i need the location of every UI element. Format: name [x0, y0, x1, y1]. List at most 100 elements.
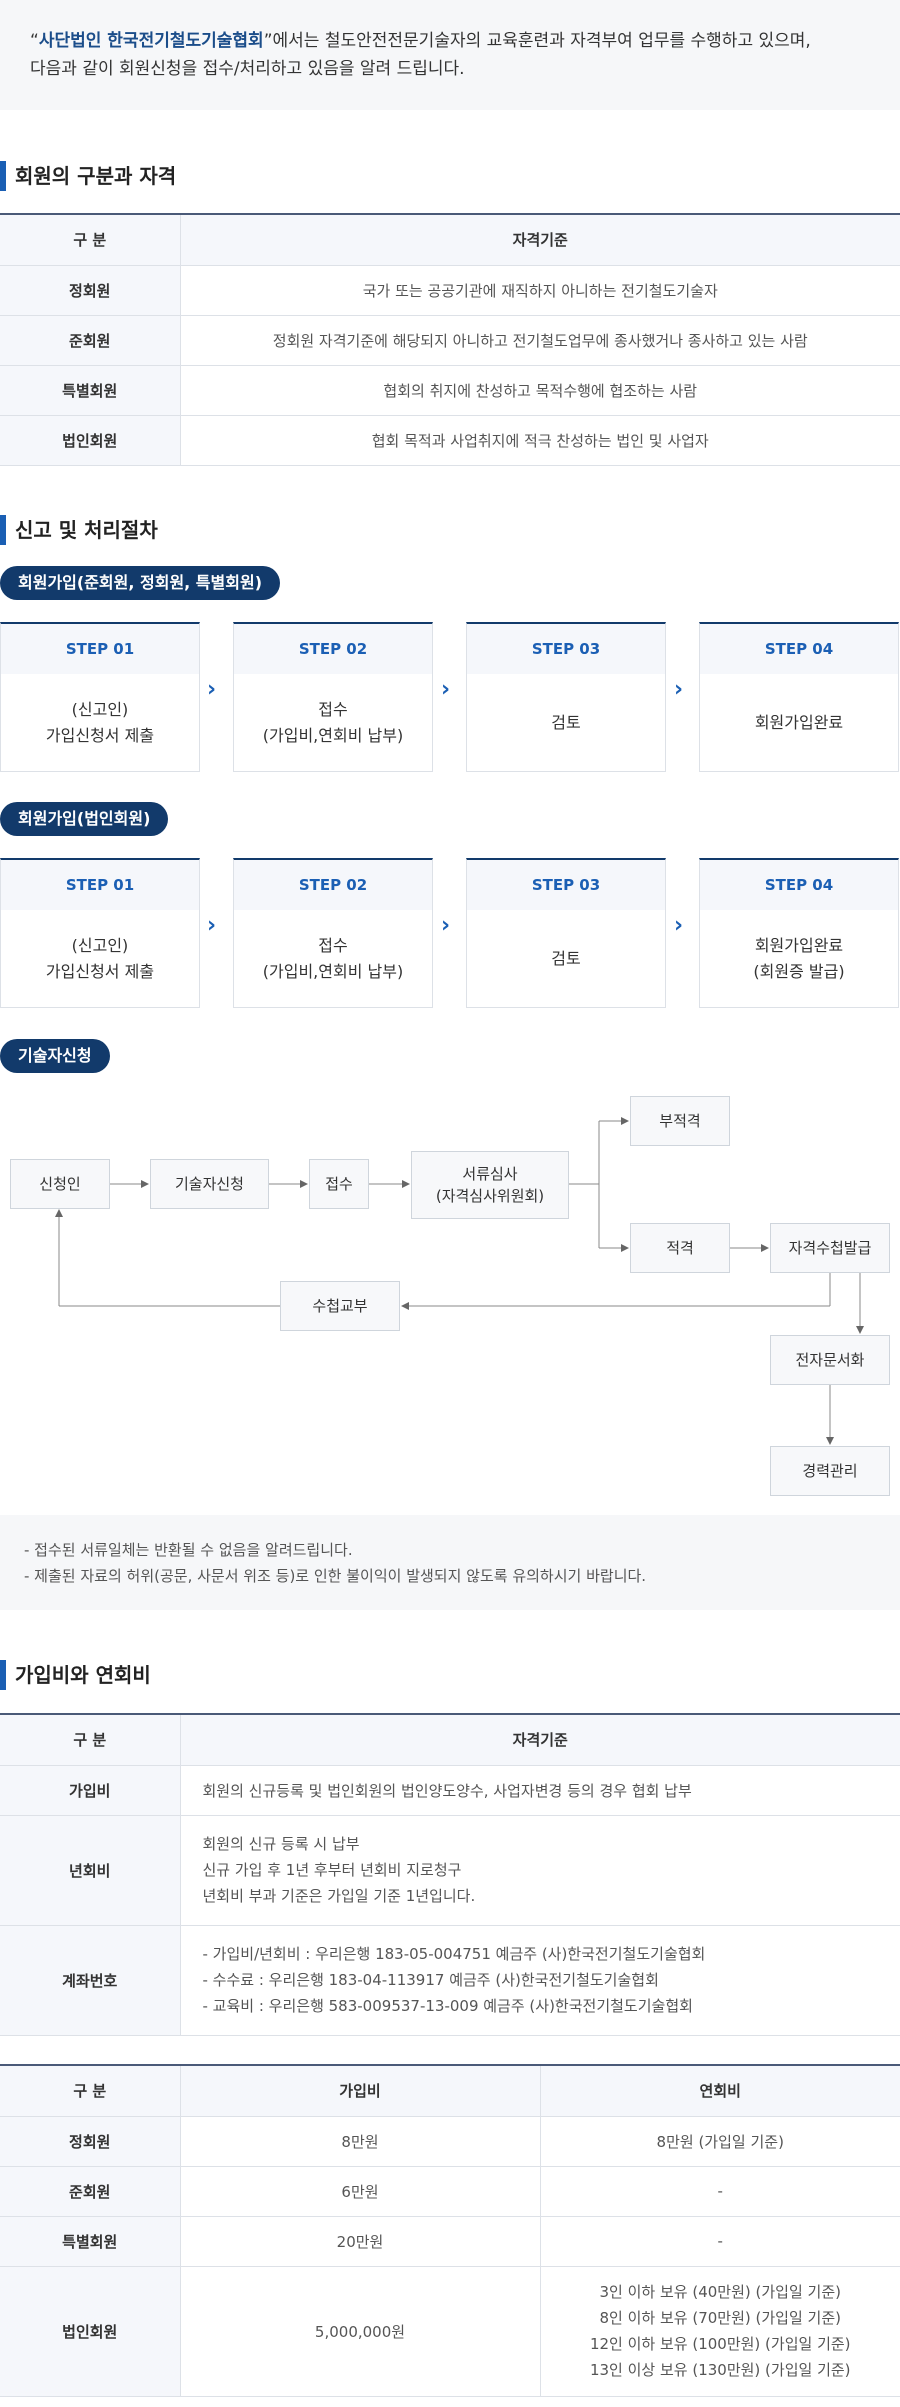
- pill-group-general: 회원가입(준회원, 정회원, 특별회원): [0, 566, 281, 600]
- step-head: STEP 01: [1, 624, 199, 674]
- row-annual: -: [540, 2166, 900, 2217]
- flow-node-receipt: 접수: [309, 1159, 369, 1209]
- flow-node-pass: 적격: [630, 1223, 730, 1273]
- step-head: STEP 03: [467, 860, 665, 910]
- flow-node-review: 서류심사 (자격심사위원회): [411, 1151, 569, 1219]
- col-header-type: 구 분: [0, 1713, 181, 1766]
- row-criteria: 협회의 취지에 찬성하고 목적수행에 협조하는 사람: [180, 365, 900, 416]
- step-card: STEP 01 (신고인) 가입신청서 제출: [0, 622, 200, 772]
- col-header-criteria: 자격기준: [180, 213, 900, 266]
- corp-annual-line: 3인 이하 보유 (40만원) (가입일 기준): [599, 2283, 841, 2301]
- row-type: 계좌번호: [0, 1925, 181, 2036]
- chevron-right-icon: ›: [674, 913, 684, 938]
- step-body: 회원가입완료: [754, 713, 844, 732]
- step-card: STEP 02 접수 (가입비,연회비 납부): [233, 858, 433, 1008]
- row-type: 법인회원: [0, 415, 181, 466]
- step-body: (신고인) 가입신청서 제출: [45, 936, 155, 981]
- flow-connectors: [55, 1117, 864, 1445]
- row-type: 준회원: [0, 2166, 181, 2217]
- flow-node-tech-apply: 기술자신청: [150, 1159, 269, 1209]
- flow-node-career: 경력관리: [770, 1446, 890, 1496]
- table-header-row: 구 분 가입비 연회비: [0, 2064, 900, 2117]
- row-annual: 8만원 (가입일 기준): [540, 2116, 900, 2167]
- col-header-criteria: 자격기준: [180, 1713, 900, 1766]
- row-type: 년회비: [0, 1815, 181, 1926]
- intro-line-2: 다음과 같이 회원신청을 접수/처리하고 있음을 알려 드립니다.: [30, 59, 465, 79]
- annual-line: 년회비 부과 기준은 가입일 기준 1년입니다.: [202, 1887, 476, 1905]
- table-row: 가입비 회원의 신규등록 및 법인회원의 법인양도양수, 사업자변경 등의 경우…: [0, 1765, 900, 1816]
- note-line: - 제출된 자료의 허위(공문, 사문서 위조 등)로 인한 불이익이 발생되지…: [24, 1567, 647, 1585]
- annual-line: 신규 가입 후 1년 후부터 년회비 지로청구: [202, 1861, 462, 1879]
- row-join: 6만원: [180, 2166, 541, 2217]
- row-type: 특별회원: [0, 2216, 181, 2267]
- row-join: 5,000,000원: [180, 2266, 541, 2397]
- annual-line: 회원의 신규 등록 시 납부: [202, 1835, 360, 1853]
- flow-node-deliver: 수첩교부: [280, 1281, 400, 1331]
- step-body: 검토: [551, 949, 581, 968]
- intro-box: “사단법인 한국전기철도기술협회”에서는 철도안전전문기술자의 교육훈련과 자격…: [0, 0, 900, 110]
- intro-line-1: “사단법인 한국전기철도기술협회”에서는 철도안전전문기술자의 교육훈련과 자격…: [30, 31, 811, 51]
- note-line: - 접수된 서류일체는 반환될 수 없음을 알려드립니다.: [24, 1541, 353, 1559]
- step-head: STEP 02: [234, 860, 432, 910]
- row-join: 20만원: [180, 2216, 541, 2267]
- technician-flow-diagram: 신청인 기술자신청 접수 서류심사 (자격심사위원회) 부적격 적격 자격수첩발…: [0, 1080, 900, 1520]
- row-type: 준회원: [0, 315, 181, 366]
- table-row: 년회비 회원의 신규 등록 시 납부 신규 가입 후 1년 후부터 년회비 지로…: [0, 1815, 900, 1926]
- chevron-right-icon: ›: [441, 677, 451, 702]
- section-title-membership: 회원의 구분과 자격: [0, 161, 176, 191]
- chevron-right-icon: ›: [207, 677, 217, 702]
- flow-node-digitize: 전자문서화: [770, 1335, 890, 1385]
- section-title-fees: 가입비와 연회비: [0, 1660, 151, 1690]
- account-line: - 수수료 : 우리은행 183-04-113917 예금주 (사)한국전기철도…: [202, 1971, 659, 1989]
- table-header-row: 구 분 자격기준: [0, 1713, 900, 1766]
- pill-group-technician: 기술자신청: [0, 1039, 110, 1073]
- row-type: 정회원: [0, 265, 181, 316]
- org-name: 사단법인 한국전기철도기술협회: [38, 31, 264, 51]
- row-criteria: - 가입비/년회비 : 우리은행 183-05-004751 예금주 (사)한국…: [180, 1925, 900, 2036]
- fees-criteria-table: 구 분 자격기준 가입비 회원의 신규등록 및 법인회원의 법인양도양수, 사업…: [0, 1713, 900, 2036]
- step-card: STEP 03 검토: [466, 622, 666, 772]
- row-criteria: 협회 목적과 사업취지에 적극 찬성하는 법인 및 사업자: [180, 415, 900, 466]
- row-type: 법인회원: [0, 2266, 181, 2397]
- chevron-right-icon: ›: [441, 913, 451, 938]
- step-head: STEP 03: [467, 624, 665, 674]
- corp-annual-line: 12인 이하 보유 (100만원) (가입일 기준): [589, 2335, 851, 2353]
- row-type: 특별회원: [0, 365, 181, 416]
- flow-node-applicant: 신청인: [10, 1159, 110, 1209]
- chevron-right-icon: ›: [207, 913, 217, 938]
- row-type: 가입비: [0, 1765, 181, 1816]
- table-row: 법인회원 5,000,000원 3인 이하 보유 (40만원) (가입일 기준)…: [0, 2266, 900, 2397]
- row-annual: -: [540, 2216, 900, 2267]
- col-header-join: 가입비: [180, 2064, 541, 2117]
- row-annual: 3인 이하 보유 (40만원) (가입일 기준) 8인 이하 보유 (70만원)…: [540, 2266, 900, 2397]
- row-join: 8만원: [180, 2116, 541, 2167]
- flow-node-issue: 자격수첩발급: [770, 1223, 890, 1273]
- col-header-annual: 연회비: [540, 2064, 900, 2117]
- step-body: 검토: [551, 713, 581, 732]
- pill-group-corporate: 회원가입(법인회원): [0, 802, 169, 836]
- row-criteria: 회원의 신규 등록 시 납부 신규 가입 후 1년 후부터 년회비 지로청구 년…: [180, 1815, 900, 1926]
- section-title-procedure: 신고 및 처리절차: [0, 515, 158, 545]
- row-type: 정회원: [0, 2116, 181, 2167]
- step-body: 접수 (가입비,연회비 납부): [262, 936, 404, 981]
- corp-annual-line: 8인 이하 보유 (70만원) (가입일 기준): [599, 2309, 841, 2327]
- account-line: - 가입비/년회비 : 우리은행 183-05-004751 예금주 (사)한국…: [202, 1945, 706, 1963]
- step-body: (신고인) 가입신청서 제출: [45, 700, 155, 745]
- table-row: 계좌번호 - 가입비/년회비 : 우리은행 183-05-004751 예금주 …: [0, 1925, 900, 2036]
- row-criteria: 정회원 자격기준에 해당되지 아니하고 전기철도업무에 종사했거나 종사하고 있…: [180, 315, 900, 366]
- step-head: STEP 04: [700, 860, 898, 910]
- flow-node-fail: 부적격: [630, 1096, 730, 1146]
